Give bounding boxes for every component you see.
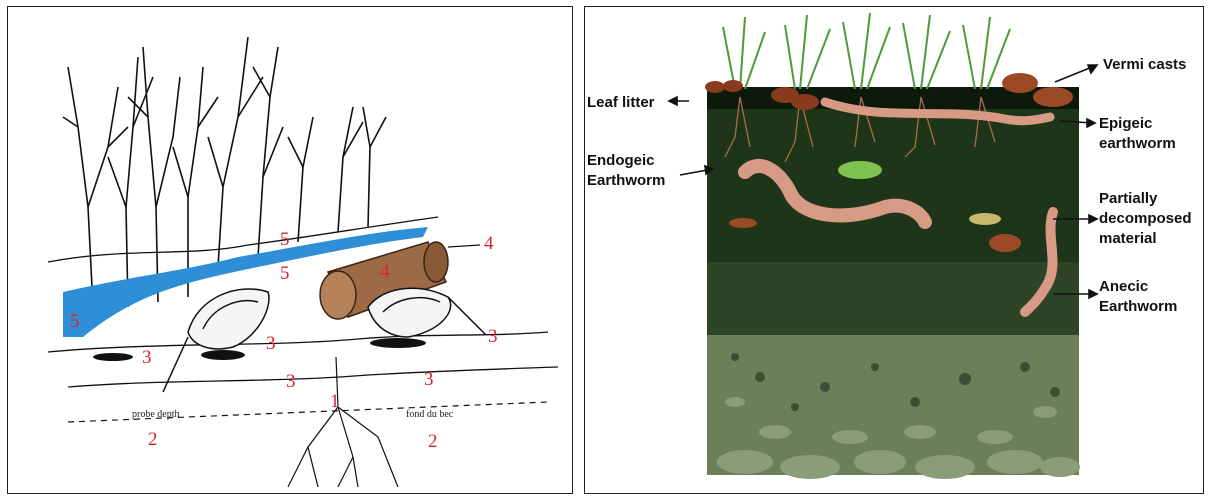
partially-decomposed-label-line2: decomposed [1099, 210, 1192, 227]
probe-depth-label: probe depth [132, 409, 180, 420]
grass [723, 13, 1010, 89]
label-3-center: 3 [266, 333, 276, 354]
soil-clump [729, 218, 757, 228]
partially-decomposed-label-line1: Partially [1099, 190, 1158, 207]
label-3-right: 3 [488, 326, 498, 347]
partially-decomposed-label-line3: material [1099, 230, 1157, 247]
epigeic-label-line1: Epigeic [1099, 115, 1152, 132]
anecic-label-line1: Anecic [1099, 278, 1148, 295]
anecic-label-line2: Earthworm [1099, 298, 1177, 315]
label-3-ground-mid: 3 [286, 371, 296, 392]
label-4-log-end: 4 [484, 233, 494, 254]
vermi-casts-label: Vermi casts [1103, 56, 1186, 73]
earthworm-soil-profile: Leaf litter Endogeic Earthworm Vermi cas… [585, 7, 1204, 494]
leaf-litter-label: Leaf litter [587, 94, 655, 111]
label-2-left: 2 [148, 429, 158, 450]
label-3-ground-right: 3 [424, 369, 434, 390]
label-5-stream-left: 5 [70, 311, 80, 332]
label-5-stream-mid: 5 [280, 263, 290, 284]
decomposed-material [969, 213, 1001, 225]
label-5-stream-top: 5 [280, 229, 290, 250]
fond-du-bec-label: fond du bec [406, 409, 454, 420]
label-2-right: 2 [428, 431, 438, 452]
right-diagram-panel: Leaf litter Endogeic Earthworm Vermi cas… [584, 6, 1204, 494]
left-diagram-panel: 5 5 5 4 4 3 3 3 3 3 1 2 2 probe depth fo… [7, 6, 573, 494]
middle-soil-layer [707, 262, 1079, 337]
bird-foraging-habitat-sketch: 5 5 5 4 4 3 3 3 3 3 1 2 2 probe depth fo… [8, 7, 573, 494]
label-3-left: 3 [142, 347, 152, 368]
epigeic-label-line2: earthworm [1099, 135, 1176, 152]
label-4-log: 4 [380, 261, 390, 282]
endogeic-label-line1: Endogeic [587, 152, 655, 169]
label-1-roots: 1 [330, 391, 340, 412]
endogeic-label-line2: Earthworm [587, 172, 665, 189]
green-patch [838, 161, 882, 179]
